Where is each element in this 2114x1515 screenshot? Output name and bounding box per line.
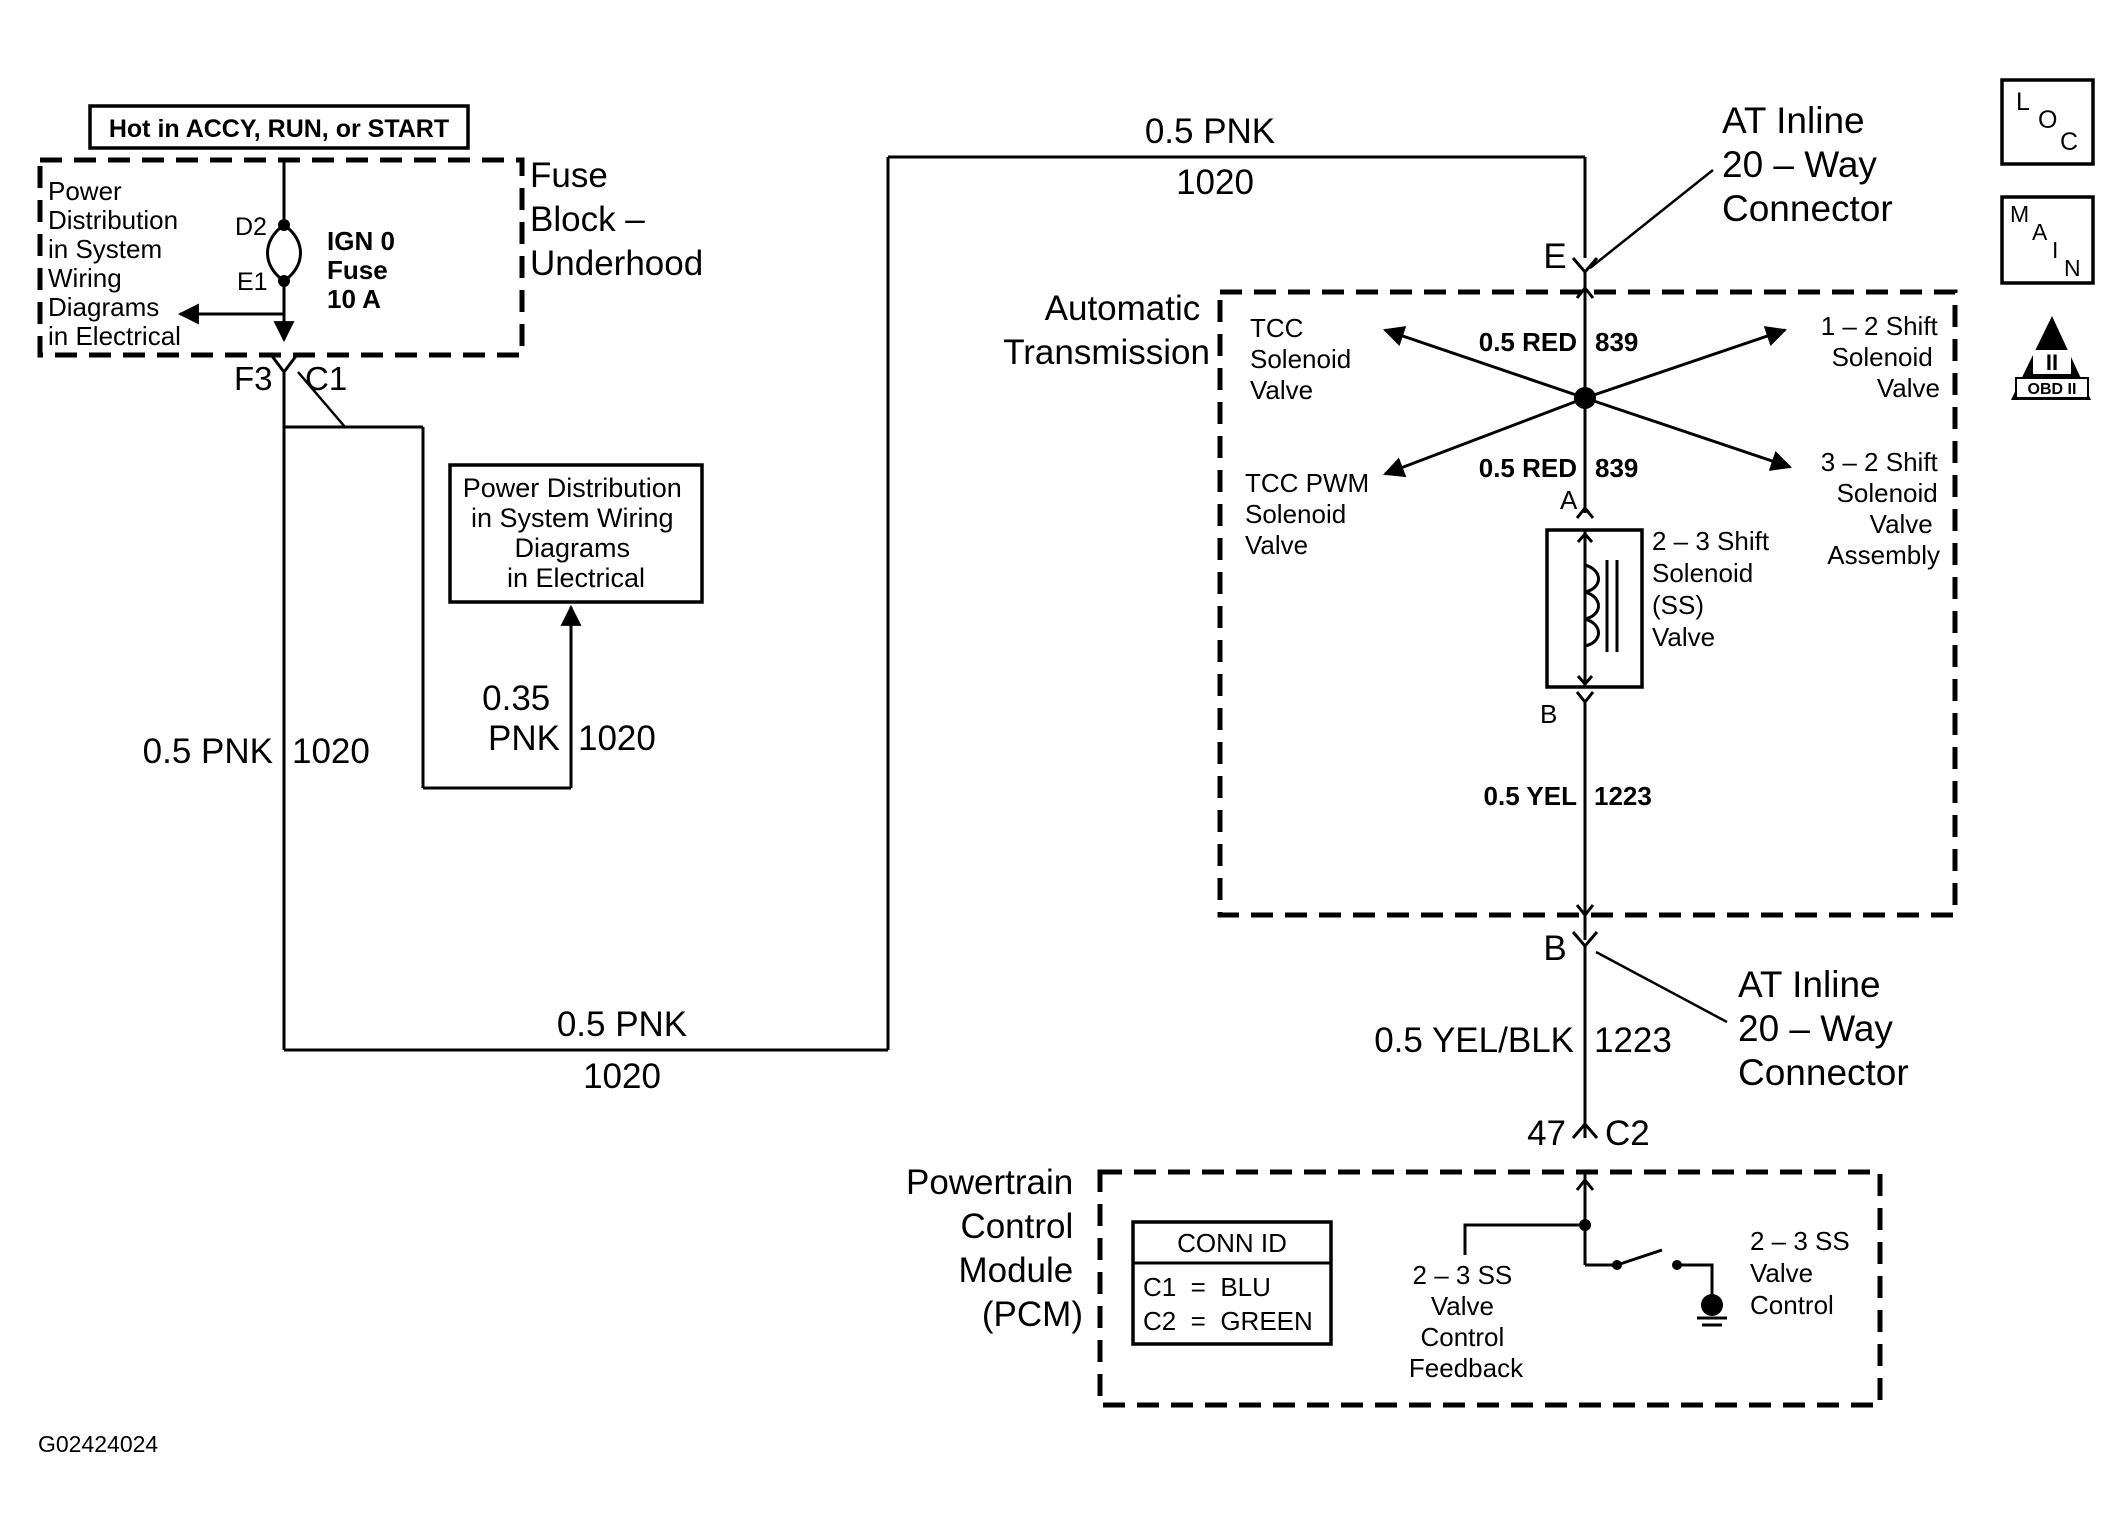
transmission-dashed-border xyxy=(1217,289,1958,918)
svg-text:OBD II: OBD II xyxy=(2028,381,2077,398)
power-distribution-note: Power Distribution in System Wiring Diag… xyxy=(48,176,185,351)
connector-bottom-label: AT Inline 20 – Way Connector xyxy=(1738,964,1909,1093)
yelblk-wire-gauge: 0.5 YEL/BLK xyxy=(1374,1021,1574,1060)
arrow-12-shift-solenoid xyxy=(1584,326,1787,400)
fuse-symbol xyxy=(266,223,302,283)
arrow-32-shift-solenoid xyxy=(1584,396,1792,471)
connector-top-pin: E xyxy=(1543,237,1566,276)
ign0-fuse-label: IGN 0 Fuse 10 A xyxy=(327,226,402,314)
driver-switch xyxy=(1616,1248,1663,1267)
svg-text:I: I xyxy=(2052,237,2058,263)
c2-connector-symbol xyxy=(1571,1121,1599,1139)
power-distribution-box-text: Power Distribution in System Wiring Diag… xyxy=(463,473,690,593)
pink-wires: 0.5 PNK 1020 0.35 PNK 1020 0.5 PNK 1020 … xyxy=(143,112,1587,1096)
svg-text:M: M xyxy=(2010,201,2029,227)
arrow-tcc-pwm-solenoid xyxy=(1383,396,1586,478)
red-lower-gauge: 0.5 RED xyxy=(1479,453,1577,483)
at-inline-connector-bottom: B AT Inline 20 – Way Connector 0.5 YEL/B… xyxy=(1374,929,1909,1153)
connector-top-callout xyxy=(1589,169,1714,269)
svg-text:C: C xyxy=(2060,128,2078,156)
pin-e1-label: E1 xyxy=(237,268,268,296)
bottom-wire-gauge: 0.5 PNK xyxy=(557,1005,687,1044)
loc-badge[interactable]: L O C xyxy=(2000,78,2095,166)
ss-coil-symbol xyxy=(1584,563,1600,648)
pcm-dashed-border xyxy=(1097,1169,1883,1408)
hot-label: Hot in ACCY, RUN, or START xyxy=(109,115,449,143)
fuse-block-title: Fuse Block – Underhood xyxy=(530,156,703,283)
svg-text:N: N xyxy=(2064,255,2081,281)
ss-solenoid-box xyxy=(1545,528,1644,689)
shift-12-solenoid-label: 1 – 2 Shift Solenoid Valve xyxy=(1821,311,1945,403)
transmission-title: Automatic Transmission xyxy=(1003,289,1210,372)
c1-callout-line xyxy=(297,371,346,428)
bottom-wire-circuit: 1020 xyxy=(583,1057,661,1096)
top-wire-circuit: 1020 xyxy=(1176,163,1254,202)
fuse-block-section: Hot in ACCY, RUN, or START Fuse Block – … xyxy=(37,104,703,428)
red-upper-gauge: 0.5 RED xyxy=(1479,327,1577,357)
feedback-wire xyxy=(1463,1223,1585,1255)
svg-text:II: II xyxy=(2046,350,2058,375)
branch-wire-gauge: 0.35 PNK xyxy=(482,679,560,758)
yelblk-wire-circuit: 1223 xyxy=(1594,1021,1672,1060)
ground-dot xyxy=(1701,1294,1723,1316)
hot-label-box xyxy=(88,104,470,150)
conn-id-row-c2: C2 = GREEN xyxy=(1143,1306,1313,1336)
fuse-block-dashed-border xyxy=(37,157,525,358)
figure-id: G02424024 xyxy=(38,1431,158,1457)
top-wire-gauge: 0.5 PNK xyxy=(1145,112,1275,151)
c1-connector-symbol xyxy=(270,355,298,375)
yel-wire-circuit: 1223 xyxy=(1594,781,1652,811)
feedback-label: 2 – 3 SS Valve Control Feedback xyxy=(1409,1260,1524,1383)
red-lower-circuit: 839 xyxy=(1595,453,1638,483)
at-inline-connector-top: AT Inline 20 – Way Connector E xyxy=(1543,100,1892,276)
conn-id-title: CONN ID xyxy=(1177,1228,1287,1258)
branch-wire-circuit: 1020 xyxy=(578,719,656,758)
obd-ii-icon[interactable]: II OBD II xyxy=(2011,316,2091,400)
left-wire-circuit: 1020 xyxy=(292,732,370,771)
connector-bottom-pin: B xyxy=(1543,929,1566,968)
c2-id-label: C2 xyxy=(1605,1114,1650,1153)
svg-text:O: O xyxy=(2038,106,2057,134)
control-label: 2 – 3 SS Valve Control xyxy=(1750,1226,1857,1320)
connector-bottom-callout xyxy=(1595,950,1728,1024)
shift-32-solenoid-label: 3 – 2 Shift Solenoid Valve Assembly xyxy=(1821,447,1945,570)
yel-wire-gauge: 0.5 YEL xyxy=(1484,781,1578,811)
tcc-pwm-solenoid-label: TCC PWM Solenoid Valve xyxy=(1245,468,1376,560)
arrow-tcc-solenoid xyxy=(1383,326,1586,400)
tcc-solenoid-label: TCC Solenoid Valve xyxy=(1250,313,1358,405)
pcm-title: Powertrain Control Module (PCM) xyxy=(906,1163,1083,1334)
ss-pin-b-label: B xyxy=(1540,699,1557,729)
svg-text:A: A xyxy=(2032,219,2048,245)
conn-id-row-c1: C1 = BLU xyxy=(1143,1272,1271,1302)
ss-pin-a-label: A xyxy=(1560,485,1578,515)
pin-d2-label: D2 xyxy=(235,213,267,241)
conn-id-box xyxy=(1131,1220,1333,1346)
c1-id-label: C1 xyxy=(305,360,347,397)
svg-text:L: L xyxy=(2016,88,2030,116)
power-distribution-box: Power Distribution in System Wiring Diag… xyxy=(448,463,704,604)
c1-pin-label: F3 xyxy=(234,360,273,397)
automatic-transmission-section: Automatic Transmission 0.5 RED 839 0.5 R… xyxy=(1003,272,1958,940)
left-wire-gauge: 0.5 PNK xyxy=(143,732,273,771)
c2-pin-label: 47 xyxy=(1527,1114,1566,1153)
ss-solenoid-label: 2 – 3 Shift Solenoid (SS) Valve xyxy=(1652,526,1776,652)
connector-top-label: AT Inline 20 – Way Connector xyxy=(1722,100,1893,229)
main-badge[interactable]: M A I N xyxy=(2000,195,2095,285)
pcm-section: Powertrain Control Module (PCM) CONN ID … xyxy=(906,1163,1883,1408)
red-upper-circuit: 839 xyxy=(1595,327,1638,357)
